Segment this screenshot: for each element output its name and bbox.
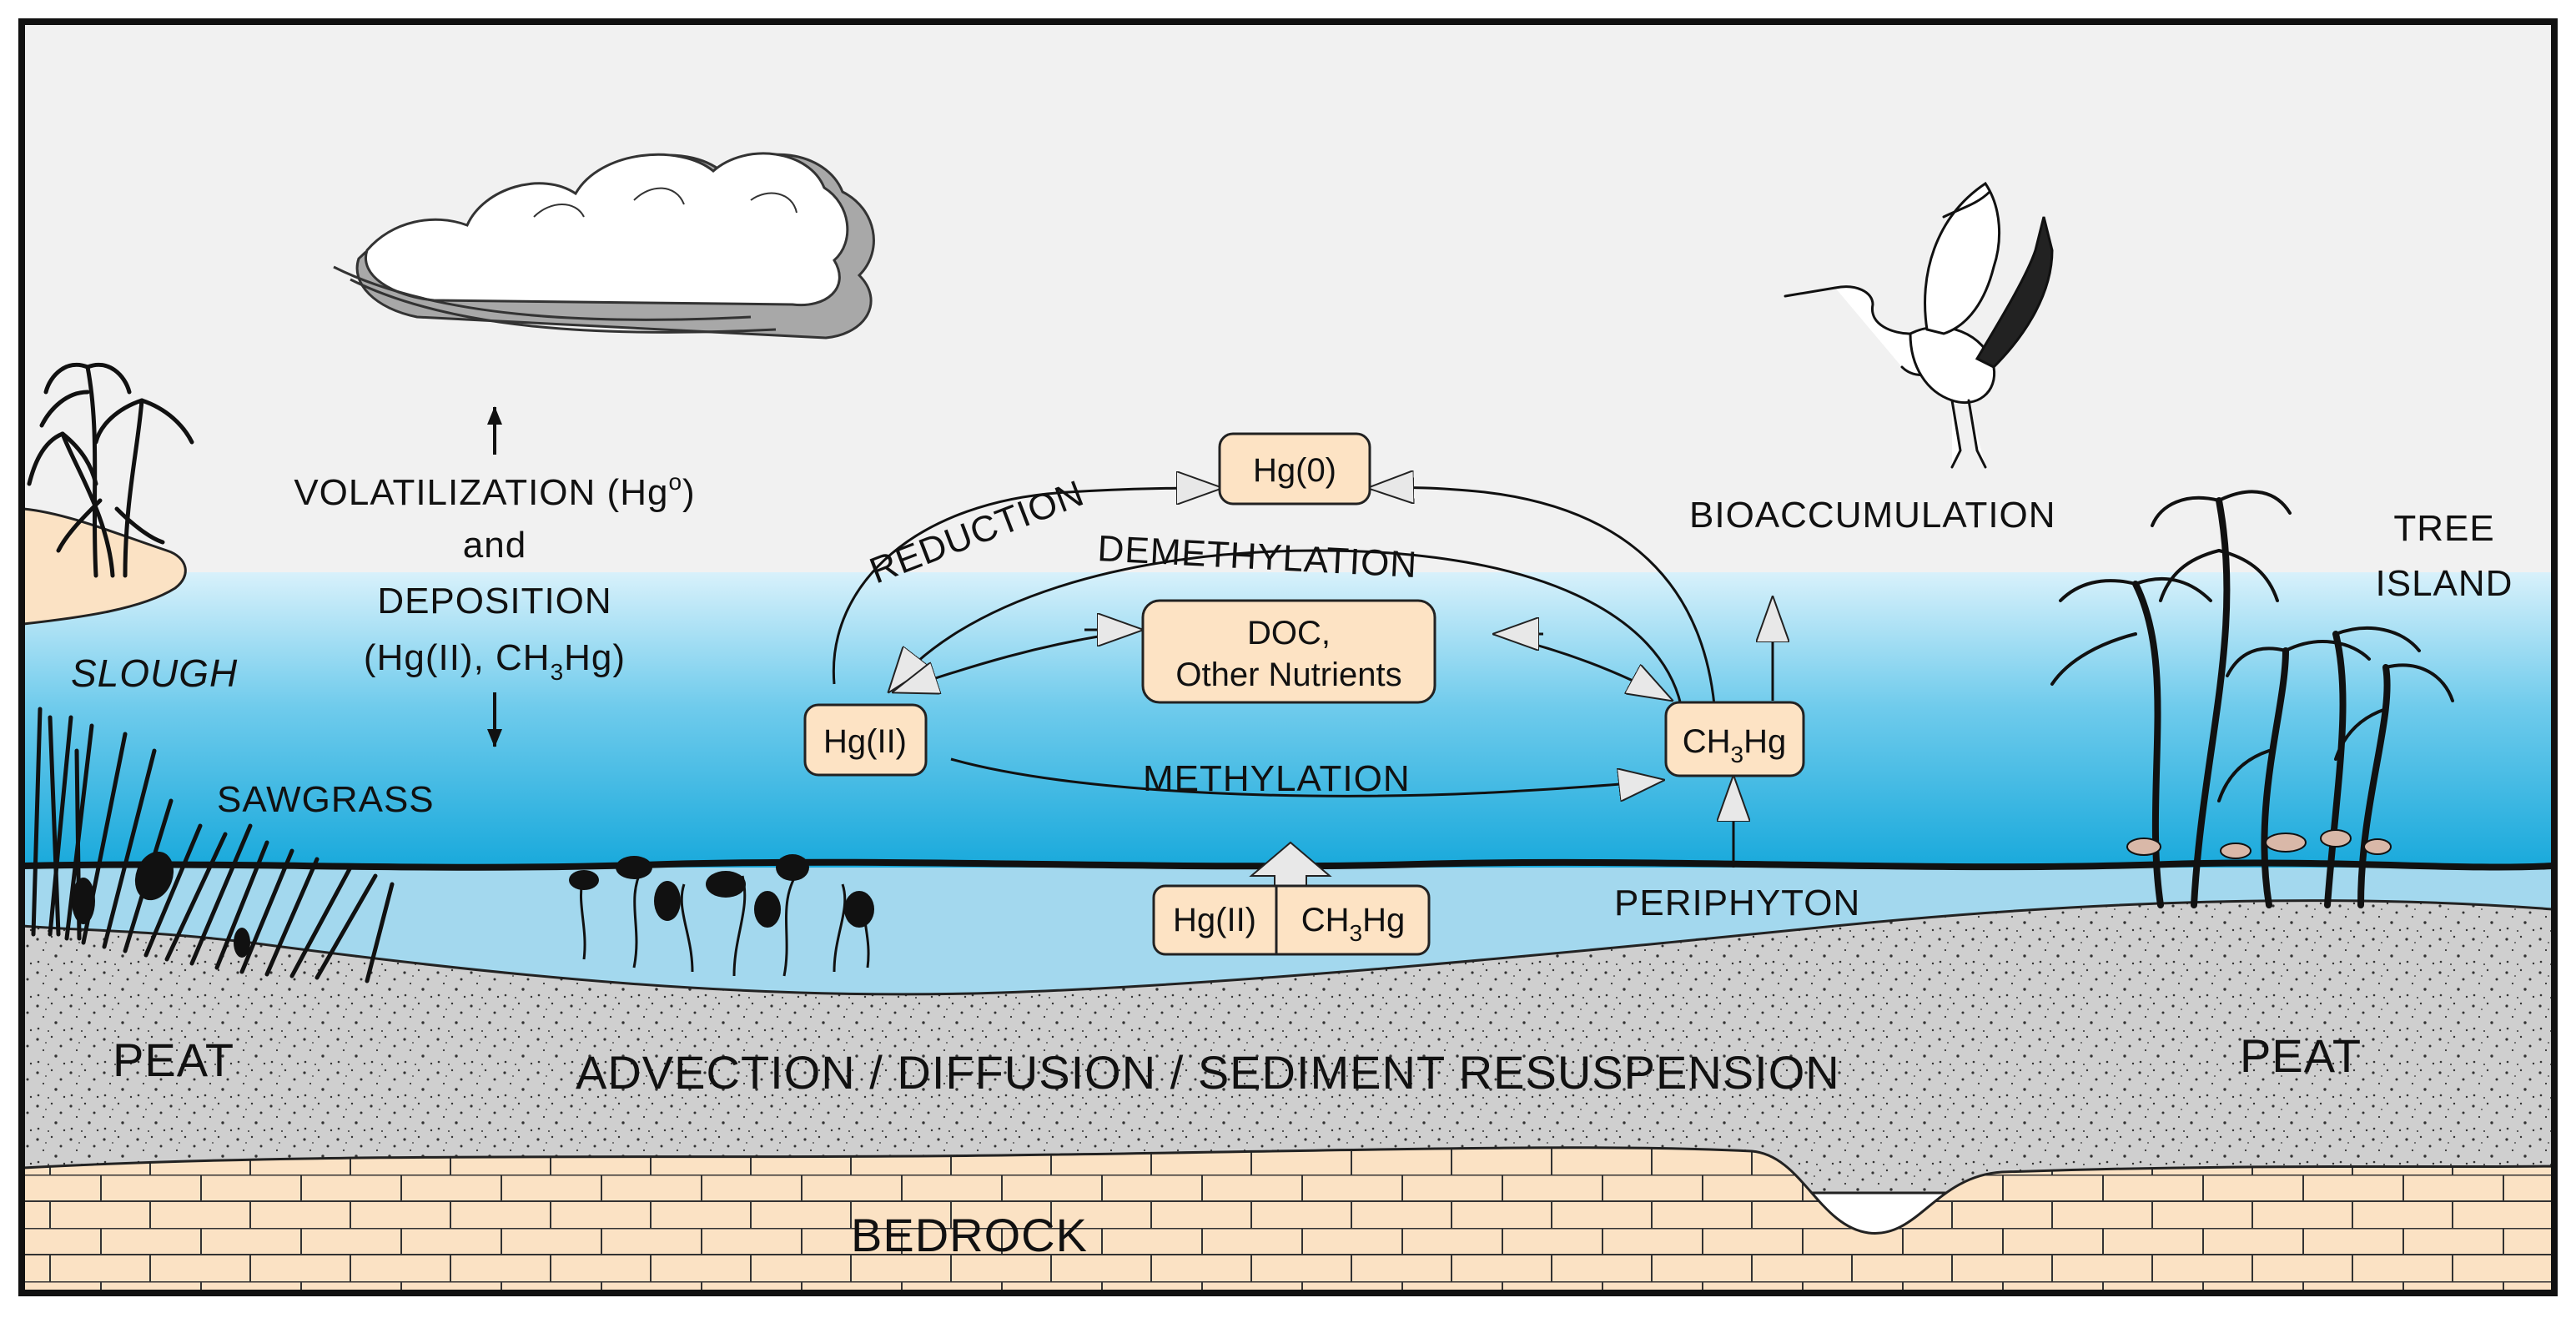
transport-label: ADVECTION / DIFFUSION / SEDIMENT RESUSPE… — [576, 1046, 1840, 1099]
tree-icon — [27, 362, 194, 578]
aquatic-plant-icon — [569, 854, 874, 977]
sawgrass-label: SAWGRASS — [217, 779, 435, 820]
water-interface-line — [23, 858, 2553, 871]
bedrock-layer — [22, 1146, 2554, 1293]
sediment-species-box: Hg(II) CH3Hg — [1152, 884, 1431, 956]
periphyton-clumps — [2126, 829, 2392, 859]
ch3hg-box: CH3Hg — [1664, 701, 1805, 777]
methylation-arrow — [950, 757, 1664, 796]
periphyton-label: PERIPHYTON — [1614, 883, 1860, 923]
ch3hg-label: CH3Hg — [1683, 723, 1787, 767]
slough-label: SLOUGH — [71, 651, 238, 695]
and-label: and — [463, 525, 526, 566]
tree-island-trees — [2132, 497, 2391, 908]
methylation-label: METHYLATION — [1143, 758, 1411, 799]
demethylation-arrow-to-hg0 — [1368, 488, 1716, 706]
demethylation-arrow-to-hg2 — [888, 549, 1683, 706]
tree-island-label-line1: TREE — [2393, 508, 2494, 549]
tree-island-label-line2: ISLAND — [2376, 563, 2513, 604]
reduction-arrow — [832, 488, 1222, 685]
hg2-box: Hg(II) — [803, 703, 928, 777]
doc-label-line1: DOC, — [1247, 615, 1331, 651]
sediment-ch3hg-label: CH3Hg — [1301, 902, 1406, 946]
peat-label-right: PEAT — [2240, 1029, 2362, 1082]
doc-box: DOC, Other Nutrients — [1141, 599, 1436, 704]
hg0-box: Hg(0) — [1218, 432, 1371, 506]
cloud-icon — [333, 152, 875, 340]
bioaccumulation-label: BIOACCUMULATION — [1689, 495, 2056, 536]
deposition-species-label: (Hg(II), CH3Hg) — [364, 637, 626, 685]
deposition-label: DEPOSITION — [377, 581, 611, 621]
volatilization-label: VOLATILIZATION (Hgo) — [294, 469, 695, 513]
doc-label-line2: Other Nutrients — [1175, 656, 1401, 693]
hg2-label: Hg(II) — [823, 723, 907, 760]
sawgrass-roots — [72, 851, 250, 958]
tree-icon — [2050, 490, 2454, 802]
hg0-label: Hg(0) — [1253, 452, 1336, 489]
sediment-hg2-label: Hg(II) — [1173, 902, 1256, 938]
peat-label-left: PEAT — [113, 1034, 234, 1086]
diagram-frame — [18, 18, 2558, 1296]
bedrock-label: BEDROCK — [851, 1209, 1088, 1261]
heron-icon — [1784, 181, 2054, 469]
